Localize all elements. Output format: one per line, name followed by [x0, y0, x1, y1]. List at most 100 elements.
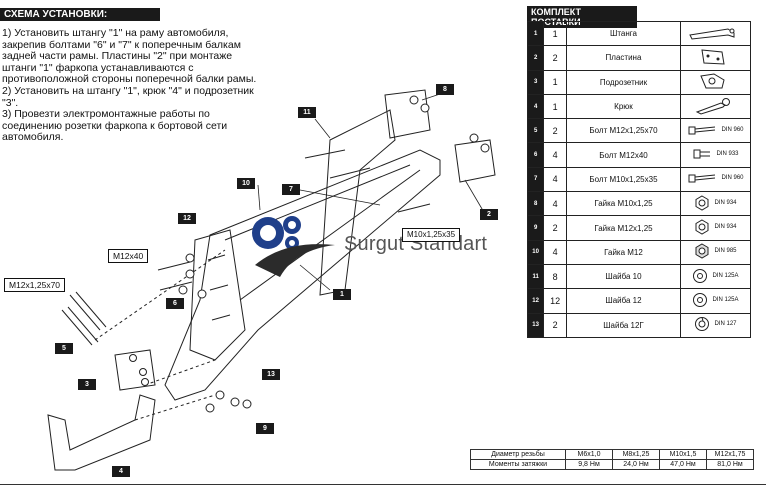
kit-row-din: DIN 985 [714, 248, 737, 255]
label-m10x125x35: М10х1,25х35 [402, 228, 461, 242]
kit-row-qty: 2 [543, 45, 567, 71]
callout-3: 3 [78, 379, 96, 390]
section-title: СХЕМА УСТАНОВКИ: [0, 8, 160, 21]
torque-cell: 9,8 Нм [565, 459, 613, 470]
kit-row-qty: 2 [543, 118, 567, 144]
left-bracket [189, 229, 246, 361]
kit-row-number: 7 [526, 166, 545, 193]
tow-bar-beam [164, 149, 441, 401]
hook-icon [695, 97, 731, 115]
label-m12x40: М12х40 [108, 249, 149, 263]
kit-row-din: DIN 125A [712, 272, 739, 279]
callout-6: 6 [166, 298, 184, 309]
washer-icon [692, 268, 708, 284]
kit-row-qty: 12 [543, 288, 567, 314]
kit-row-qty: 4 [543, 142, 567, 168]
kit-row-number: 11 [526, 263, 545, 290]
bolt-5a [69, 291, 107, 331]
kit-row-name: Крюк [565, 93, 681, 120]
kit-row-qty: 2 [543, 215, 567, 241]
nut-icon [694, 219, 710, 235]
kit-row-qty: 1 [543, 20, 567, 47]
kit-row-din: DIN 934 [714, 224, 737, 231]
socket-bracket-icon [698, 72, 728, 90]
kit-row-din: DIN 960 [721, 126, 744, 133]
tow-bar-icon [688, 25, 738, 41]
hook-part [47, 394, 156, 471]
plate-2b [454, 139, 496, 183]
kit-row-din: DIN 934 [714, 199, 737, 206]
torque-cell: М6х1,0 [565, 449, 613, 460]
kit-row-qty: 4 [543, 191, 567, 217]
kit-row-number: 9 [526, 215, 545, 241]
kit-row-number: 4 [526, 93, 545, 120]
plate-2a [384, 89, 431, 139]
kit-row-name: Подрозетник [565, 69, 681, 95]
kit-row-din: DIN 125A [712, 296, 739, 303]
socket-bracket [114, 349, 156, 391]
logo-mark [252, 216, 335, 277]
kit-row-name: Гайка М12х1,25 [565, 215, 681, 241]
kit-row-name: Гайка М12 [565, 239, 681, 265]
torque-table-wrap: Диаметр резьбы М6х1,0 М8х1,25 М10х1,5 М1… [470, 449, 754, 470]
kit-row-name: Шайба 10 [565, 263, 681, 290]
callout-7: 7 [282, 184, 300, 195]
kit-row-number: 5 [526, 118, 545, 144]
kit-row-qty: 1 [543, 69, 567, 95]
long-bolt-icon [687, 123, 717, 137]
kit-row-name: Пластина [565, 45, 681, 71]
plate-icon [698, 48, 728, 66]
bottom-rule [0, 484, 766, 485]
kit-row-name: Болт М10х1,25х35 [565, 166, 681, 193]
kit-row-name: Шайба 12 [565, 288, 681, 314]
torque-row-moment: Моменты затяжки 9,8 Нм 24,0 Нм 47,0 Нм 8… [470, 459, 754, 470]
kit-row-number: 3 [526, 69, 545, 95]
washer-icon [692, 292, 708, 308]
kit-row-qty: 4 [543, 239, 567, 265]
kit-row-din: DIN 127 [714, 321, 737, 328]
kit-row-number: 2 [526, 45, 545, 71]
torque-cell: М12х1,75 [706, 449, 754, 460]
torque-cell: Диаметр резьбы [470, 449, 566, 460]
label-m12x125x70: М12х1,25х70 [4, 278, 66, 292]
short-bolt-icon [692, 147, 712, 161]
kit-row-qty: 2 [543, 312, 567, 338]
kit-row-number: 8 [526, 191, 545, 217]
kit-row-name: Гайка М10х1,25 [565, 191, 681, 217]
torque-cell: Моменты затяжки [470, 459, 566, 470]
callout-1: 1 [333, 289, 351, 300]
bolts-6 [157, 261, 193, 291]
kit-row-qty: 4 [543, 166, 567, 193]
installation-instructions: 1) Установить штангу "1" на раму автомоб… [2, 27, 257, 144]
kit-row-din: DIN 960 [721, 175, 744, 182]
washer [185, 253, 195, 263]
callout-10: 10 [237, 178, 255, 189]
callout-9: 9 [256, 423, 274, 434]
torque-table: Диаметр резьбы М6х1,0 М8х1,25 М10х1,5 М1… [470, 449, 754, 470]
callout-2: 2 [480, 209, 498, 220]
torque-cell: 81,0 Нм [706, 459, 754, 470]
bolt-5b [61, 306, 99, 346]
bolts-7 [304, 149, 431, 213]
kit-row-name: Болт М12х1,25х70 [565, 118, 681, 144]
kit-row-name: Штанга [565, 20, 681, 47]
spring-washer-icon [694, 316, 710, 332]
kit-row-name: Болт М12х40 [565, 142, 681, 168]
torque-cell: М10х1,5 [659, 449, 707, 460]
torque-cell: 47,0 Нм [659, 459, 707, 470]
callout-11: 11 [298, 107, 316, 118]
kit-row-qty: 1 [543, 93, 567, 120]
